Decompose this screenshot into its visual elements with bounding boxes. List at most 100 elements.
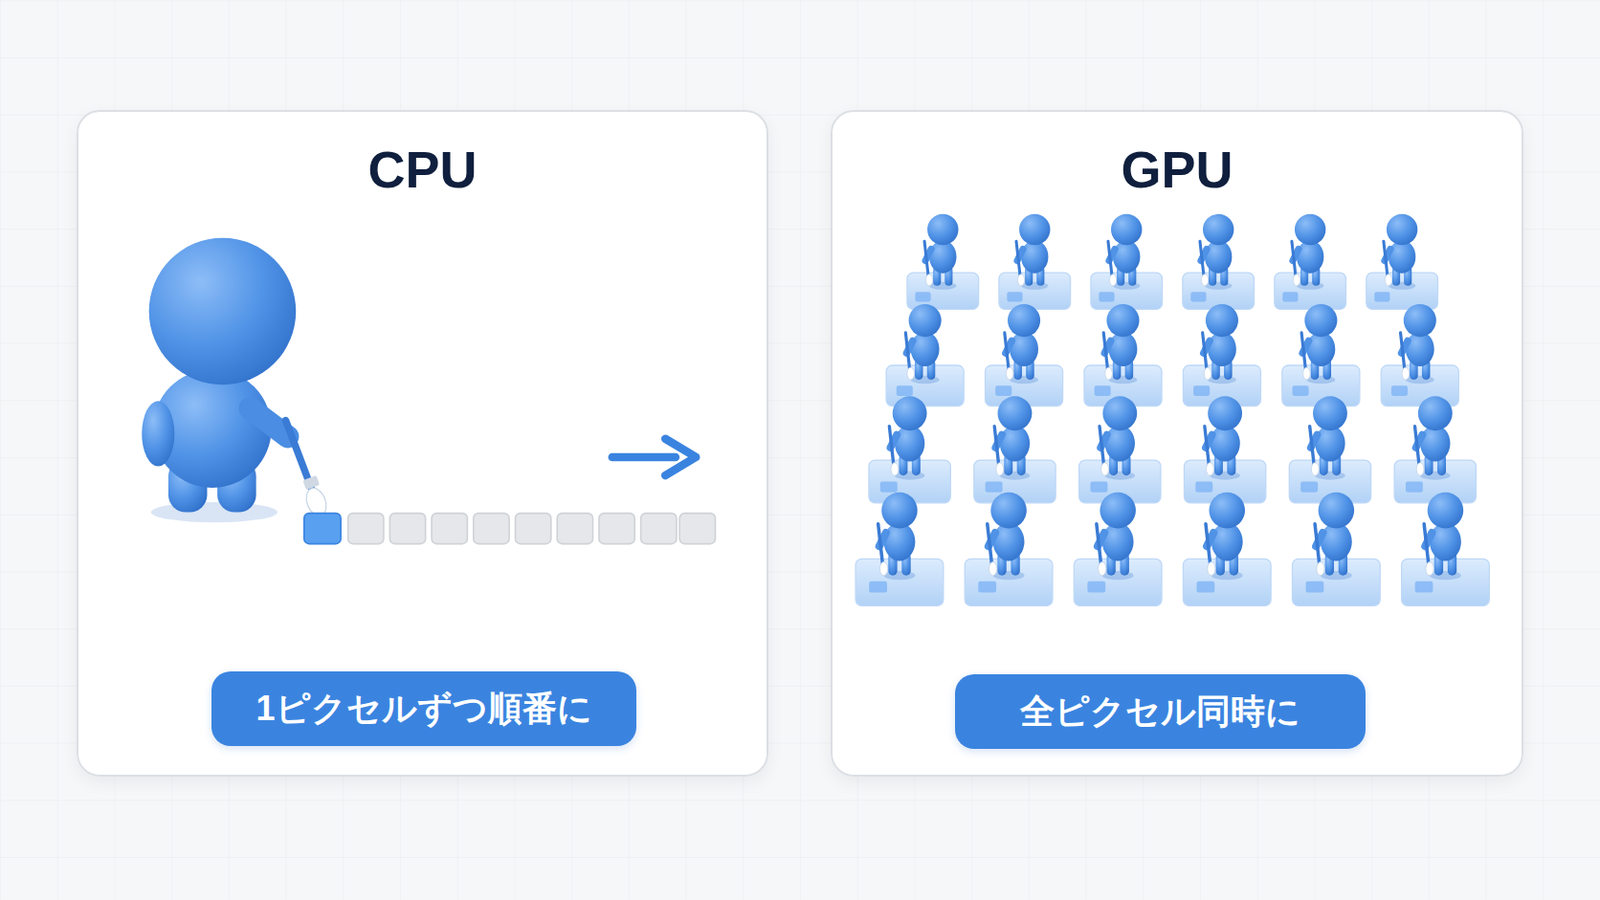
arm [249, 408, 288, 438]
painted-spot [1098, 291, 1114, 302]
pixel [348, 513, 384, 545]
gpu-worker [1288, 396, 1371, 504]
worker-figure [1383, 214, 1418, 290]
painted-spot [1195, 481, 1213, 492]
pixel [514, 513, 551, 545]
gpu-worker [985, 304, 1064, 407]
gpu-worker [1084, 304, 1162, 407]
worker-figure [994, 396, 1032, 480]
worker-figure [1400, 304, 1437, 384]
painted-spot [896, 385, 913, 397]
worker-figure [878, 492, 918, 580]
gpu-scene [855, 214, 1489, 607]
painted-spot [1374, 291, 1390, 302]
worker-figure [1108, 214, 1142, 290]
caption-text: 1ピクセルずつ順番に [255, 688, 592, 730]
gpu-worker [1292, 492, 1381, 607]
processor-panel: GPU 全ピクセル同時に [830, 110, 1524, 778]
gpu-worker [1380, 304, 1459, 407]
pixel-tile [1274, 272, 1347, 310]
painted-spot [1306, 581, 1325, 594]
pixel-tile [1182, 272, 1255, 310]
caption-text: 全ピクセル同時に [1020, 690, 1301, 733]
pixel [556, 513, 593, 545]
worker-figure [1202, 304, 1239, 384]
pixel [431, 513, 467, 545]
gpu-worker [1182, 492, 1271, 607]
worker-figure [1103, 304, 1139, 384]
painted-spot [1415, 581, 1434, 594]
gpu-worker [868, 396, 951, 504]
worker-figure [1205, 492, 1245, 580]
worker-figure [1310, 396, 1348, 480]
brush-handle [286, 421, 312, 489]
gpu-worker [1274, 214, 1347, 311]
pixel-tile [964, 558, 1053, 606]
caption-badge: 全ピクセル同時に [955, 674, 1366, 750]
painted-spot [1405, 481, 1423, 492]
painted-spot [1300, 481, 1318, 492]
gpu-worker [855, 492, 944, 607]
gpu-worker [964, 492, 1053, 607]
worker-figure [1301, 304, 1337, 384]
painted-spot [985, 481, 1003, 492]
worker-figure [1423, 492, 1464, 580]
arrow-head [665, 439, 696, 476]
pixel [599, 513, 635, 545]
gpu-worker [974, 396, 1056, 504]
pixel-tile [1090, 272, 1163, 310]
cpu-panel-ground [76, 110, 769, 777]
panel-title: GPU [832, 138, 1522, 201]
worker-figure [987, 492, 1027, 580]
painted-spot [1190, 291, 1206, 302]
gpu-worker [1366, 214, 1439, 311]
arm [141, 400, 175, 467]
painted-spot [1094, 385, 1112, 397]
gpu-worker [907, 214, 979, 311]
painted-spot [1006, 291, 1023, 302]
painted-pixel [304, 513, 341, 545]
worker-figure [905, 304, 941, 384]
pixel-tile [1366, 272, 1439, 310]
painted-spot [995, 385, 1012, 397]
painted-spot [977, 581, 997, 594]
worker-figure [888, 396, 927, 480]
gpu-worker [1183, 396, 1266, 504]
cpu-scene [141, 238, 715, 545]
painted-spot [868, 581, 888, 594]
pixel [679, 513, 715, 545]
painted-spot [880, 481, 898, 492]
gpu-worker [1079, 396, 1161, 504]
pixel [389, 513, 425, 545]
gpu-worker [1182, 214, 1255, 311]
direction-arrow [612, 453, 676, 463]
gpu-worker [1282, 304, 1360, 407]
worker-figure [1004, 304, 1041, 384]
pixel [473, 513, 510, 545]
worker-figure [1200, 214, 1234, 290]
worker-figure [1096, 492, 1136, 580]
caption-badge: 1ピクセルずつ順番に [211, 671, 637, 747]
worker-figure [1204, 396, 1243, 480]
painted-spot [1087, 581, 1106, 594]
worker-figure [1016, 214, 1050, 290]
pixel-tile [907, 272, 979, 310]
worker-figure [1291, 214, 1326, 290]
pixel-tile [886, 365, 964, 407]
gpu-worker [999, 214, 1071, 311]
pixel-tile [1401, 558, 1490, 606]
pixel-tile [855, 558, 944, 606]
panel-title: CPU [78, 138, 767, 201]
processor-panel: CPU 1ピクセルずつ順番に [76, 110, 769, 778]
gpu-worker [1401, 492, 1490, 607]
painted-spot [1391, 385, 1408, 397]
pixel-tile [1182, 558, 1271, 606]
gpu-worker [1394, 396, 1476, 504]
worker-figure [1314, 492, 1355, 580]
painted-spot [1282, 291, 1298, 302]
painted-spot [1089, 481, 1108, 492]
worker-figure [924, 214, 958, 290]
